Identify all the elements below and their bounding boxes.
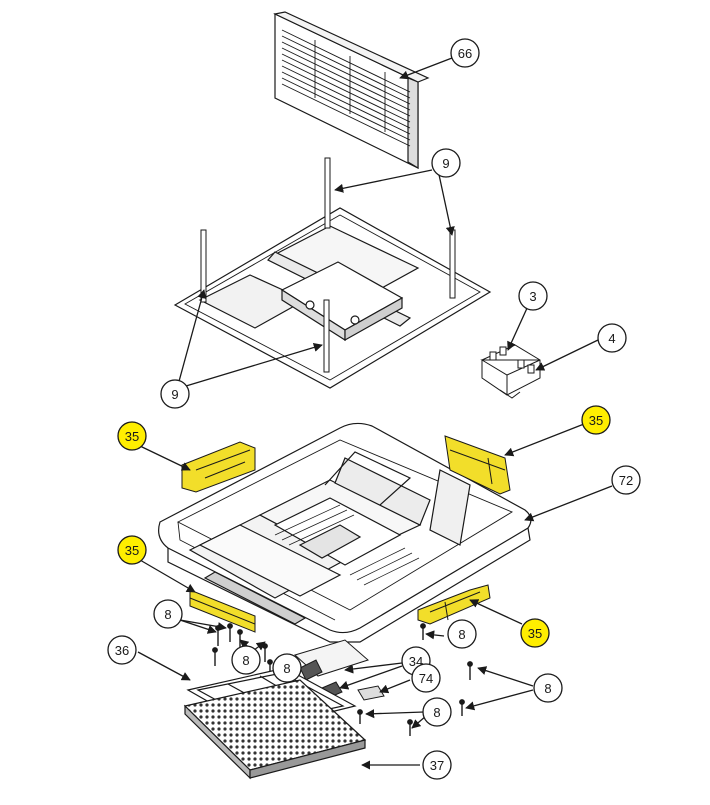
callout-label: 74 [419,671,433,686]
callout-8-b: 8 [447,619,477,649]
callout-label: 37 [430,758,444,773]
callout-74: 74 [411,663,441,693]
callout-label: 35 [125,543,139,558]
callout-4: 4 [597,323,627,353]
callout-72: 72 [611,465,641,495]
baffle-35-upper-right [444,435,511,495]
baffle-parts-35 [181,435,511,633]
callout-3: 3 [518,281,548,311]
callout-8-c: 8 [231,645,261,675]
perforated-grille-part-37 [183,679,367,780]
callout-label: 8 [283,661,290,676]
callout-label: 8 [544,681,551,696]
callout-label: 8 [242,653,249,668]
callout-label: 9 [171,387,178,402]
callout-35-upper-right: 35 [581,405,611,435]
terminal-block-parts-3-4 [480,344,541,399]
callout-35-lower-left: 35 [117,535,147,565]
callout-35-lower-right: 35 [520,618,550,648]
callout-9-bottom: 9 [160,379,190,409]
leader-lines [137,57,613,770]
callout-8-d: 8 [272,653,302,683]
callout-label: 4 [608,331,615,346]
callout-37: 37 [422,750,452,780]
callout-label: 9 [442,156,449,171]
callout-label: 66 [458,46,472,61]
callout-label: 35 [528,626,542,641]
mounting-frame [173,207,492,389]
callout-label: 8 [164,607,171,622]
mounting-bolts-part-9 [200,157,456,373]
callout-8-f: 8 [422,697,452,727]
callout-66: 66 [450,38,480,68]
callout-8-e: 8 [533,673,563,703]
callout-8-a: 8 [153,599,183,629]
ceiling-shroud-part-72 [158,422,532,643]
callout-label: 8 [433,705,440,720]
callout-label: 8 [458,627,465,642]
callout-label: 35 [125,429,139,444]
callout-label: 3 [529,289,536,304]
grille-panel-part-66 [273,11,430,170]
callout-label: 35 [589,413,603,428]
callout-36: 36 [107,635,137,665]
callout-label: 36 [115,643,129,658]
callout-35-upper-left: 35 [117,421,147,451]
callout-9-top: 9 [431,148,461,178]
callout-label: 72 [619,473,633,488]
